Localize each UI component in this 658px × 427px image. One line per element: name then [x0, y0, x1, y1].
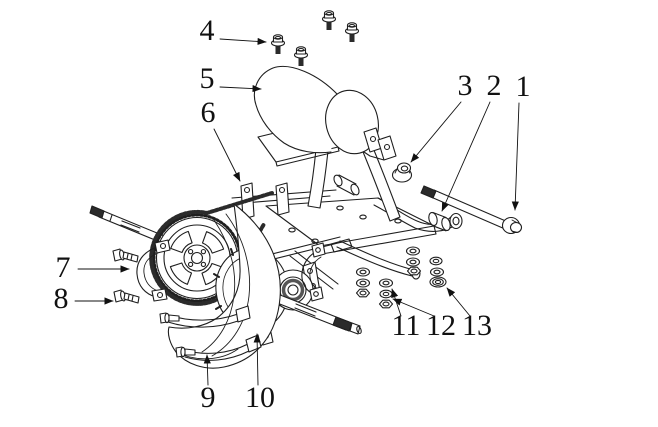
tank-assembly — [254, 66, 396, 166]
callout-2-label: 2 — [487, 69, 502, 102]
guard-bolt — [176, 347, 195, 357]
bracket-part7 — [137, 240, 170, 301]
hex-nut — [408, 267, 421, 275]
callout-2-leader — [442, 102, 490, 212]
washer — [431, 268, 444, 276]
frame — [232, 183, 462, 296]
flange-bolt — [272, 35, 285, 54]
flange-bolts-top — [272, 11, 359, 66]
washer-part11 — [380, 279, 393, 287]
callout-5-label: 5 — [200, 62, 215, 95]
chain-guard — [160, 204, 280, 368]
washer — [430, 257, 442, 265]
callout-13-label: 13 — [462, 309, 492, 342]
washer — [407, 247, 420, 255]
flange-bolt — [346, 23, 359, 42]
flange-bolt — [323, 11, 336, 30]
frame-hoop — [308, 143, 400, 221]
callout-6-label: 6 — [201, 96, 216, 129]
callout-3-label: 3 — [458, 69, 473, 102]
callout-1-leader — [511, 103, 519, 211]
callout-6-leader — [214, 129, 240, 181]
washer-nut-stacks — [357, 247, 447, 308]
callout-1-label: 1 — [516, 70, 531, 103]
callout-4-label: 4 — [200, 14, 215, 47]
bolt-part8 — [114, 290, 139, 303]
spacer-part2 — [428, 212, 452, 232]
callout-9-label: 9 — [201, 381, 216, 414]
callout-10-label: 10 — [245, 381, 275, 414]
washer-part12 — [380, 290, 392, 298]
callout-5-leader — [220, 84, 262, 93]
callout-7-label: 7 — [56, 251, 71, 284]
hex-nut — [380, 300, 393, 308]
callout-8-label: 8 — [54, 282, 69, 315]
callout-13-leader — [447, 288, 470, 316]
bolt-upper-left — [113, 249, 138, 262]
callout-12-label: 12 — [426, 309, 456, 342]
washer — [357, 279, 370, 287]
flange-bolt — [295, 47, 308, 66]
washer — [357, 268, 370, 276]
callout-11-label: 11 — [392, 309, 421, 342]
hex-nut — [357, 289, 370, 297]
callout-9-leader — [203, 354, 211, 385]
callout-10-leader — [253, 333, 261, 385]
callout-12-leader — [392, 299, 434, 316]
callout-4-leader — [220, 37, 267, 46]
callout-3-leader — [411, 102, 461, 162]
washer — [407, 258, 420, 266]
flange-nut-part13 — [430, 277, 446, 287]
guard-bolt — [160, 313, 179, 323]
bolt-part1 — [421, 186, 522, 234]
flange-nut-part3 — [393, 163, 412, 182]
tank-body — [254, 66, 338, 152]
